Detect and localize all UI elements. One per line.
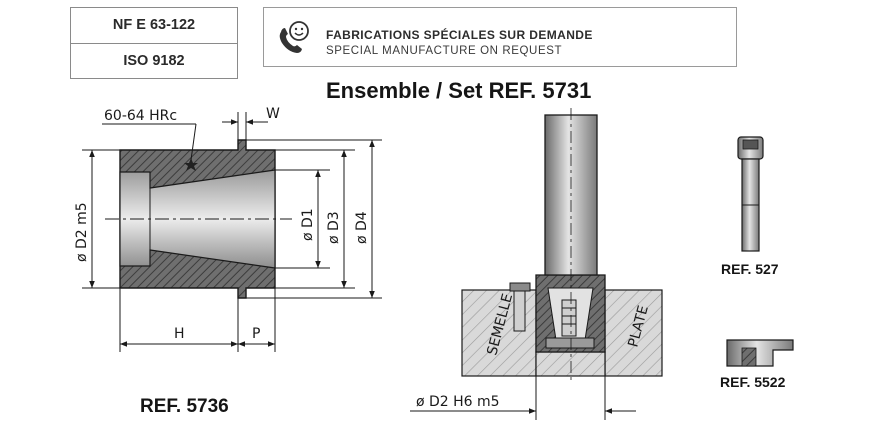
assembly-section xyxy=(461,108,663,382)
standard-iso: ISO 9182 xyxy=(71,43,237,79)
screw-ref: REF. 527 xyxy=(721,261,779,277)
dim-d4-label: ø D4 xyxy=(354,211,370,244)
standard-nf: NF E 63-122 xyxy=(112,17,196,33)
dim-h-label: H xyxy=(174,326,185,342)
bushing-ref: REF. 5736 xyxy=(140,396,229,417)
bushing-section xyxy=(105,139,292,299)
washer-ref: REF. 5522 xyxy=(720,374,786,390)
dim-d3-label: ø D3 xyxy=(326,211,342,244)
screw-drawing xyxy=(737,136,764,252)
standards-box: NF E 63-122 ISO 9182 xyxy=(70,7,238,79)
washer-drawing xyxy=(726,339,794,367)
hardness-label: 60-64 HRc xyxy=(104,108,177,124)
dim-d2-label: ø D2 m5 xyxy=(74,202,90,262)
bushing-dimensions xyxy=(82,112,382,352)
dim-p-label: P xyxy=(252,326,260,342)
phone-smile-icon xyxy=(279,21,309,53)
banner-line-en: SPECIAL MANUFACTURE ON REQUEST xyxy=(326,45,563,57)
special-manufacture-banner: FABRICATIONS SPÉCIALES SUR DEMANDE SPECI… xyxy=(263,7,737,67)
dim-d2-fit-label: ø D2 H6 m5 xyxy=(416,394,500,410)
assembly-dimension xyxy=(410,376,636,420)
banner-line-fr: FABRICATIONS SPÉCIALES SUR DEMANDE xyxy=(326,28,593,42)
dim-d1-label: ø D1 xyxy=(300,208,316,241)
set-title: Ensemble / Set REF. 5731 xyxy=(326,78,592,103)
dim-w-label: W xyxy=(266,106,280,122)
